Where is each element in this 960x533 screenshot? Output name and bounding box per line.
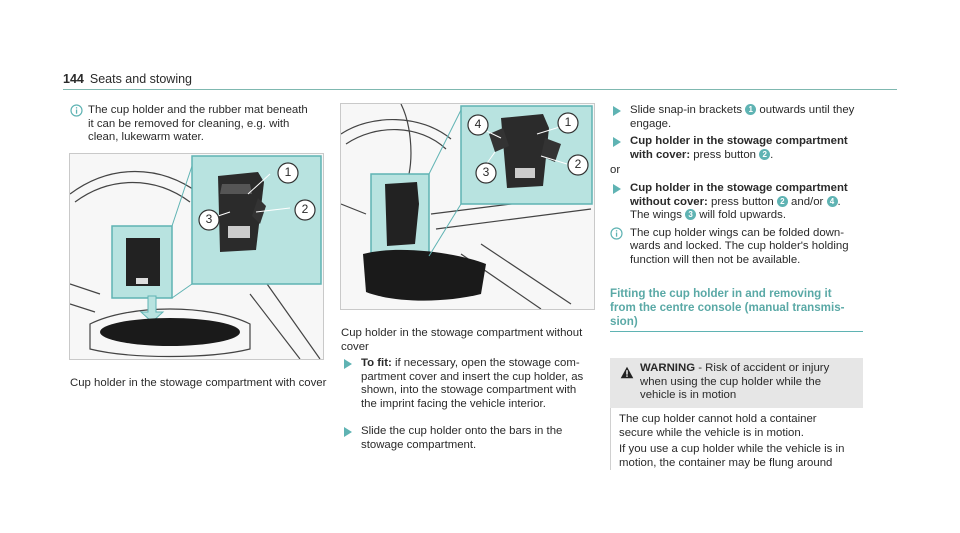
info-icon	[610, 227, 623, 240]
step-arrow-icon	[344, 359, 352, 369]
marker-3-badge: 3	[685, 209, 697, 221]
callout-1: 1	[277, 162, 299, 189]
cupholder-illustration-2	[341, 104, 593, 309]
marker-1-badge: 1	[745, 104, 757, 115]
callout-3: 3	[198, 209, 220, 236]
callout-1: 1	[557, 112, 579, 139]
marker-2-badge: 2	[759, 148, 771, 160]
step-arrow-icon	[613, 137, 621, 148]
note-line: The cup holder and the rubber mat beneat…	[88, 104, 308, 116]
marker-1-icon	[277, 162, 299, 184]
section-title: Seats and stowing	[89, 72, 193, 86]
heading-rule	[610, 331, 863, 332]
figure-caption-without-cover: Cup holder in the stowage compartment wi…	[341, 327, 583, 353]
note-line: clean, lukewarm water.	[88, 131, 204, 144]
warning-header: WARNING - Risk of accident or injury whe…	[610, 358, 863, 408]
callout-3: 3	[475, 162, 497, 189]
step-snap-in-brackets: Slide snap-in brackets 1 outwards until …	[610, 104, 875, 131]
warning-icon	[620, 366, 634, 379]
marker-2-icon	[294, 199, 316, 221]
section-heading: Fitting the cup holder in and removing i…	[610, 287, 845, 328]
warning-label: WARNING	[640, 362, 696, 374]
figure-without-cover: 4 1 2 3	[340, 103, 595, 310]
step-with-cover: Cup holder in the stowage compartment wi…	[610, 135, 875, 162]
callout-2: 2	[567, 154, 589, 181]
warning-body: The cup holder cannot hold a container s…	[610, 408, 863, 471]
callout-2: 2	[294, 199, 316, 226]
instructions-col3: Slide snap-in brackets 1 outwards until …	[610, 104, 875, 268]
figure-caption-with-cover: Cup holder in the stowage compartment wi…	[70, 377, 327, 389]
marker-4-badge: 4	[826, 195, 838, 207]
page-header: 144 Seats and stowing	[63, 70, 897, 88]
cleaning-note: The cup holder and the rubber mat beneat…	[70, 104, 335, 145]
warning-box: WARNING - Risk of accident or injury whe…	[610, 358, 863, 471]
marker-2-icon	[567, 154, 589, 176]
step-without-cover: Cup holder in the stowage compartment wi…	[610, 182, 875, 223]
instructions-col2: To fit: if necessary, open the stowage c…	[341, 357, 611, 453]
marker-3-icon	[198, 209, 220, 231]
marker-4-icon	[467, 114, 489, 136]
or-text: or	[610, 164, 621, 177]
marker-3-icon	[475, 162, 497, 184]
callout-4: 4	[467, 114, 489, 141]
step-to-fit: To fit: if necessary, open the stowage c…	[341, 357, 611, 411]
step-slide-onto-bars: Slide the cup holder onto the bars in th…	[341, 425, 611, 452]
marker-2-badge: 2	[776, 195, 788, 207]
step-arrow-icon	[344, 427, 352, 438]
page-number: 144	[63, 72, 84, 86]
header-rule	[63, 89, 897, 90]
figure-with-cover: 1 2 3	[69, 153, 324, 360]
marker-1-icon	[557, 112, 579, 134]
info-icon	[70, 104, 83, 117]
step-arrow-icon	[613, 183, 621, 194]
note-line: it can be removed for cleaning, e.g. wit…	[88, 117, 290, 130]
wings-note: The cup holder wings can be folded down-…	[610, 227, 875, 268]
step-arrow-icon	[613, 106, 621, 116]
